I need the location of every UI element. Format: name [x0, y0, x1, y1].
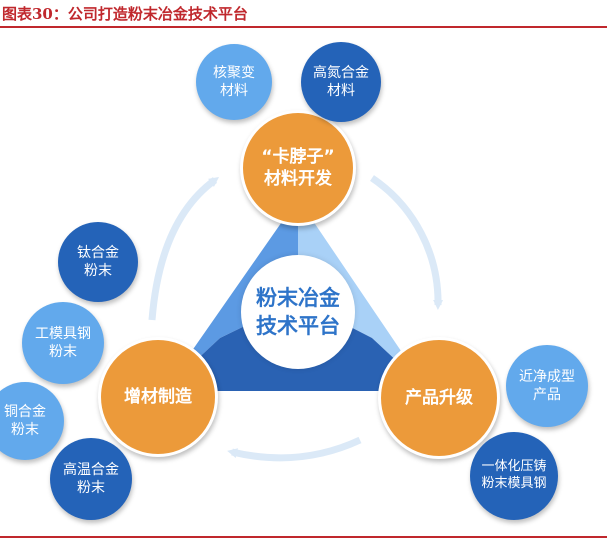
- cycle-arrow-bottom: [227, 436, 362, 462]
- sat-left-2-line-1: 工模具钢: [35, 325, 91, 342]
- core-top-line-2: 材料开发: [263, 169, 332, 189]
- sat-left-4-line-2: 粉末: [77, 480, 105, 496]
- satellite-superalloy-powder: 高温合金 粉末: [50, 438, 132, 520]
- figure-caption-bar: 图表30：公司打造粉末冶金技术平台: [0, 0, 607, 28]
- sat-top-2-line-1: 高氮合金: [313, 64, 369, 81]
- core-top-line-1: “卡脖子”: [261, 146, 335, 167]
- satellite-near-net-shape-product: 近净成型 产品: [506, 345, 588, 427]
- figure-caption: 图表30：公司打造粉末冶金技术平台: [2, 5, 248, 23]
- sat-left-4-line-1: 高温合金: [63, 461, 119, 478]
- satellite-high-nitrogen-alloy: 高氮合金 材料: [301, 42, 381, 122]
- core-node-additive-manufacturing: 增材制造: [98, 337, 218, 457]
- core-right-line-1: 产品升级: [405, 387, 473, 408]
- sat-left-1-line-2: 粉末: [84, 263, 112, 279]
- bottom-rule: [0, 536, 607, 538]
- satellite-tool-steel-powder: 工模具钢 粉末: [22, 302, 104, 384]
- satellite-titanium-alloy-powder: 钛合金 粉末: [58, 222, 138, 302]
- cycle-arrow-top-right: [370, 175, 444, 310]
- core-node-product-upgrade: 产品升级: [378, 337, 500, 459]
- sat-top-2-line-2: 材料: [327, 83, 355, 99]
- sat-left-3-line-1: 铜合金: [4, 403, 46, 420]
- core-node-material-development: “卡脖子” 材料开发: [240, 110, 356, 226]
- cycle-arrow-left: [148, 177, 220, 321]
- satellite-copper-alloy-powder: 铜合金 粉末: [0, 382, 64, 460]
- sat-top-1-line-2: 材料: [220, 83, 248, 99]
- sat-right-1-line-1: 近净成型: [519, 368, 575, 385]
- center-line-1: 粉末冶金: [256, 285, 340, 310]
- sat-left-1-line-1: 钛合金: [77, 244, 119, 261]
- sat-right-2-line-2: 粉末模具钢: [481, 476, 547, 491]
- sat-right-2-line-1: 一体化压铸: [481, 459, 547, 475]
- satellite-die-casting-mold-steel-powder: 一体化压铸 粉末模具钢: [470, 432, 558, 520]
- sat-left-3-line-2: 粉末: [11, 422, 39, 438]
- sat-top-1-line-1: 核聚变: [213, 64, 255, 81]
- center-platform: 粉末冶金 技术平台: [241, 255, 355, 369]
- center-line-2: 技术平台: [256, 314, 340, 338]
- sat-right-1-line-2: 产品: [533, 387, 561, 403]
- core-left-line-1: 增材制造: [124, 386, 192, 407]
- sat-left-2-line-2: 粉末: [49, 344, 77, 360]
- triangle-outline: [160, 195, 432, 393]
- satellite-fusion-material: 核聚变 材料: [196, 44, 272, 120]
